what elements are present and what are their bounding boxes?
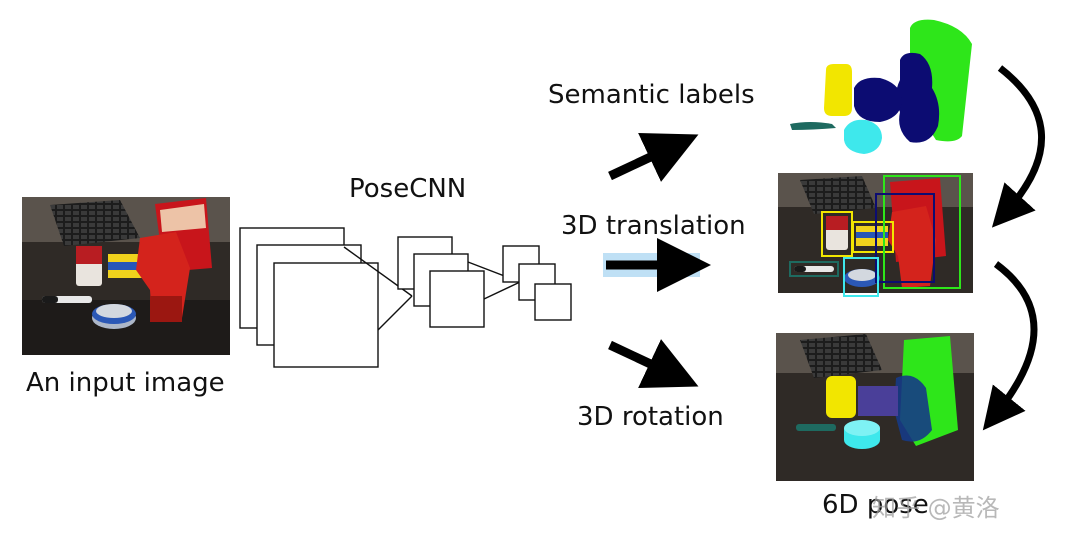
bbox-teal <box>789 261 839 277</box>
teal-blob <box>790 122 836 130</box>
semantic-labels-label: Semantic labels <box>548 80 755 110</box>
layer-2c <box>429 270 485 328</box>
rotation-label: 3D rotation <box>577 402 724 432</box>
bbox-navy <box>875 193 935 283</box>
bbox-cyan <box>843 257 879 297</box>
yellow-blob <box>824 64 852 116</box>
input-image-label: An input image <box>26 368 225 398</box>
keyboard-shape <box>50 200 140 246</box>
curved-arrow-1 <box>991 65 1045 228</box>
yellow-pose-overlay <box>826 376 856 418</box>
input-image <box>22 197 230 355</box>
watermark: 知乎 @黄洛 <box>872 494 1000 522</box>
bbox-output-image <box>778 173 973 297</box>
layer-3c <box>534 283 572 321</box>
conn-line-2 <box>377 295 413 331</box>
semantic-labels-output <box>790 19 972 154</box>
pose-label: 6D pose <box>822 490 929 520</box>
pose-output-image <box>776 333 974 481</box>
teal-pose-overlay <box>796 424 836 431</box>
arrow-semantic <box>608 133 699 182</box>
conn-line-4 <box>483 281 521 300</box>
purple-pose-overlay <box>858 386 898 416</box>
navy-pose-overlay <box>894 375 932 442</box>
translation-label: 3D translation <box>561 211 746 241</box>
curved-arrow-2 <box>982 261 1038 431</box>
navy-blob-left <box>854 77 902 122</box>
bbox-yellow-2 <box>852 221 894 253</box>
layer-1c <box>273 262 379 368</box>
network-label: PoseCNN <box>349 174 467 204</box>
bbox-green <box>883 175 961 289</box>
arrow-rotation <box>608 339 699 388</box>
cyan-blob <box>844 119 882 154</box>
posecnn-network <box>239 227 572 368</box>
navy-blob-right <box>896 52 940 143</box>
